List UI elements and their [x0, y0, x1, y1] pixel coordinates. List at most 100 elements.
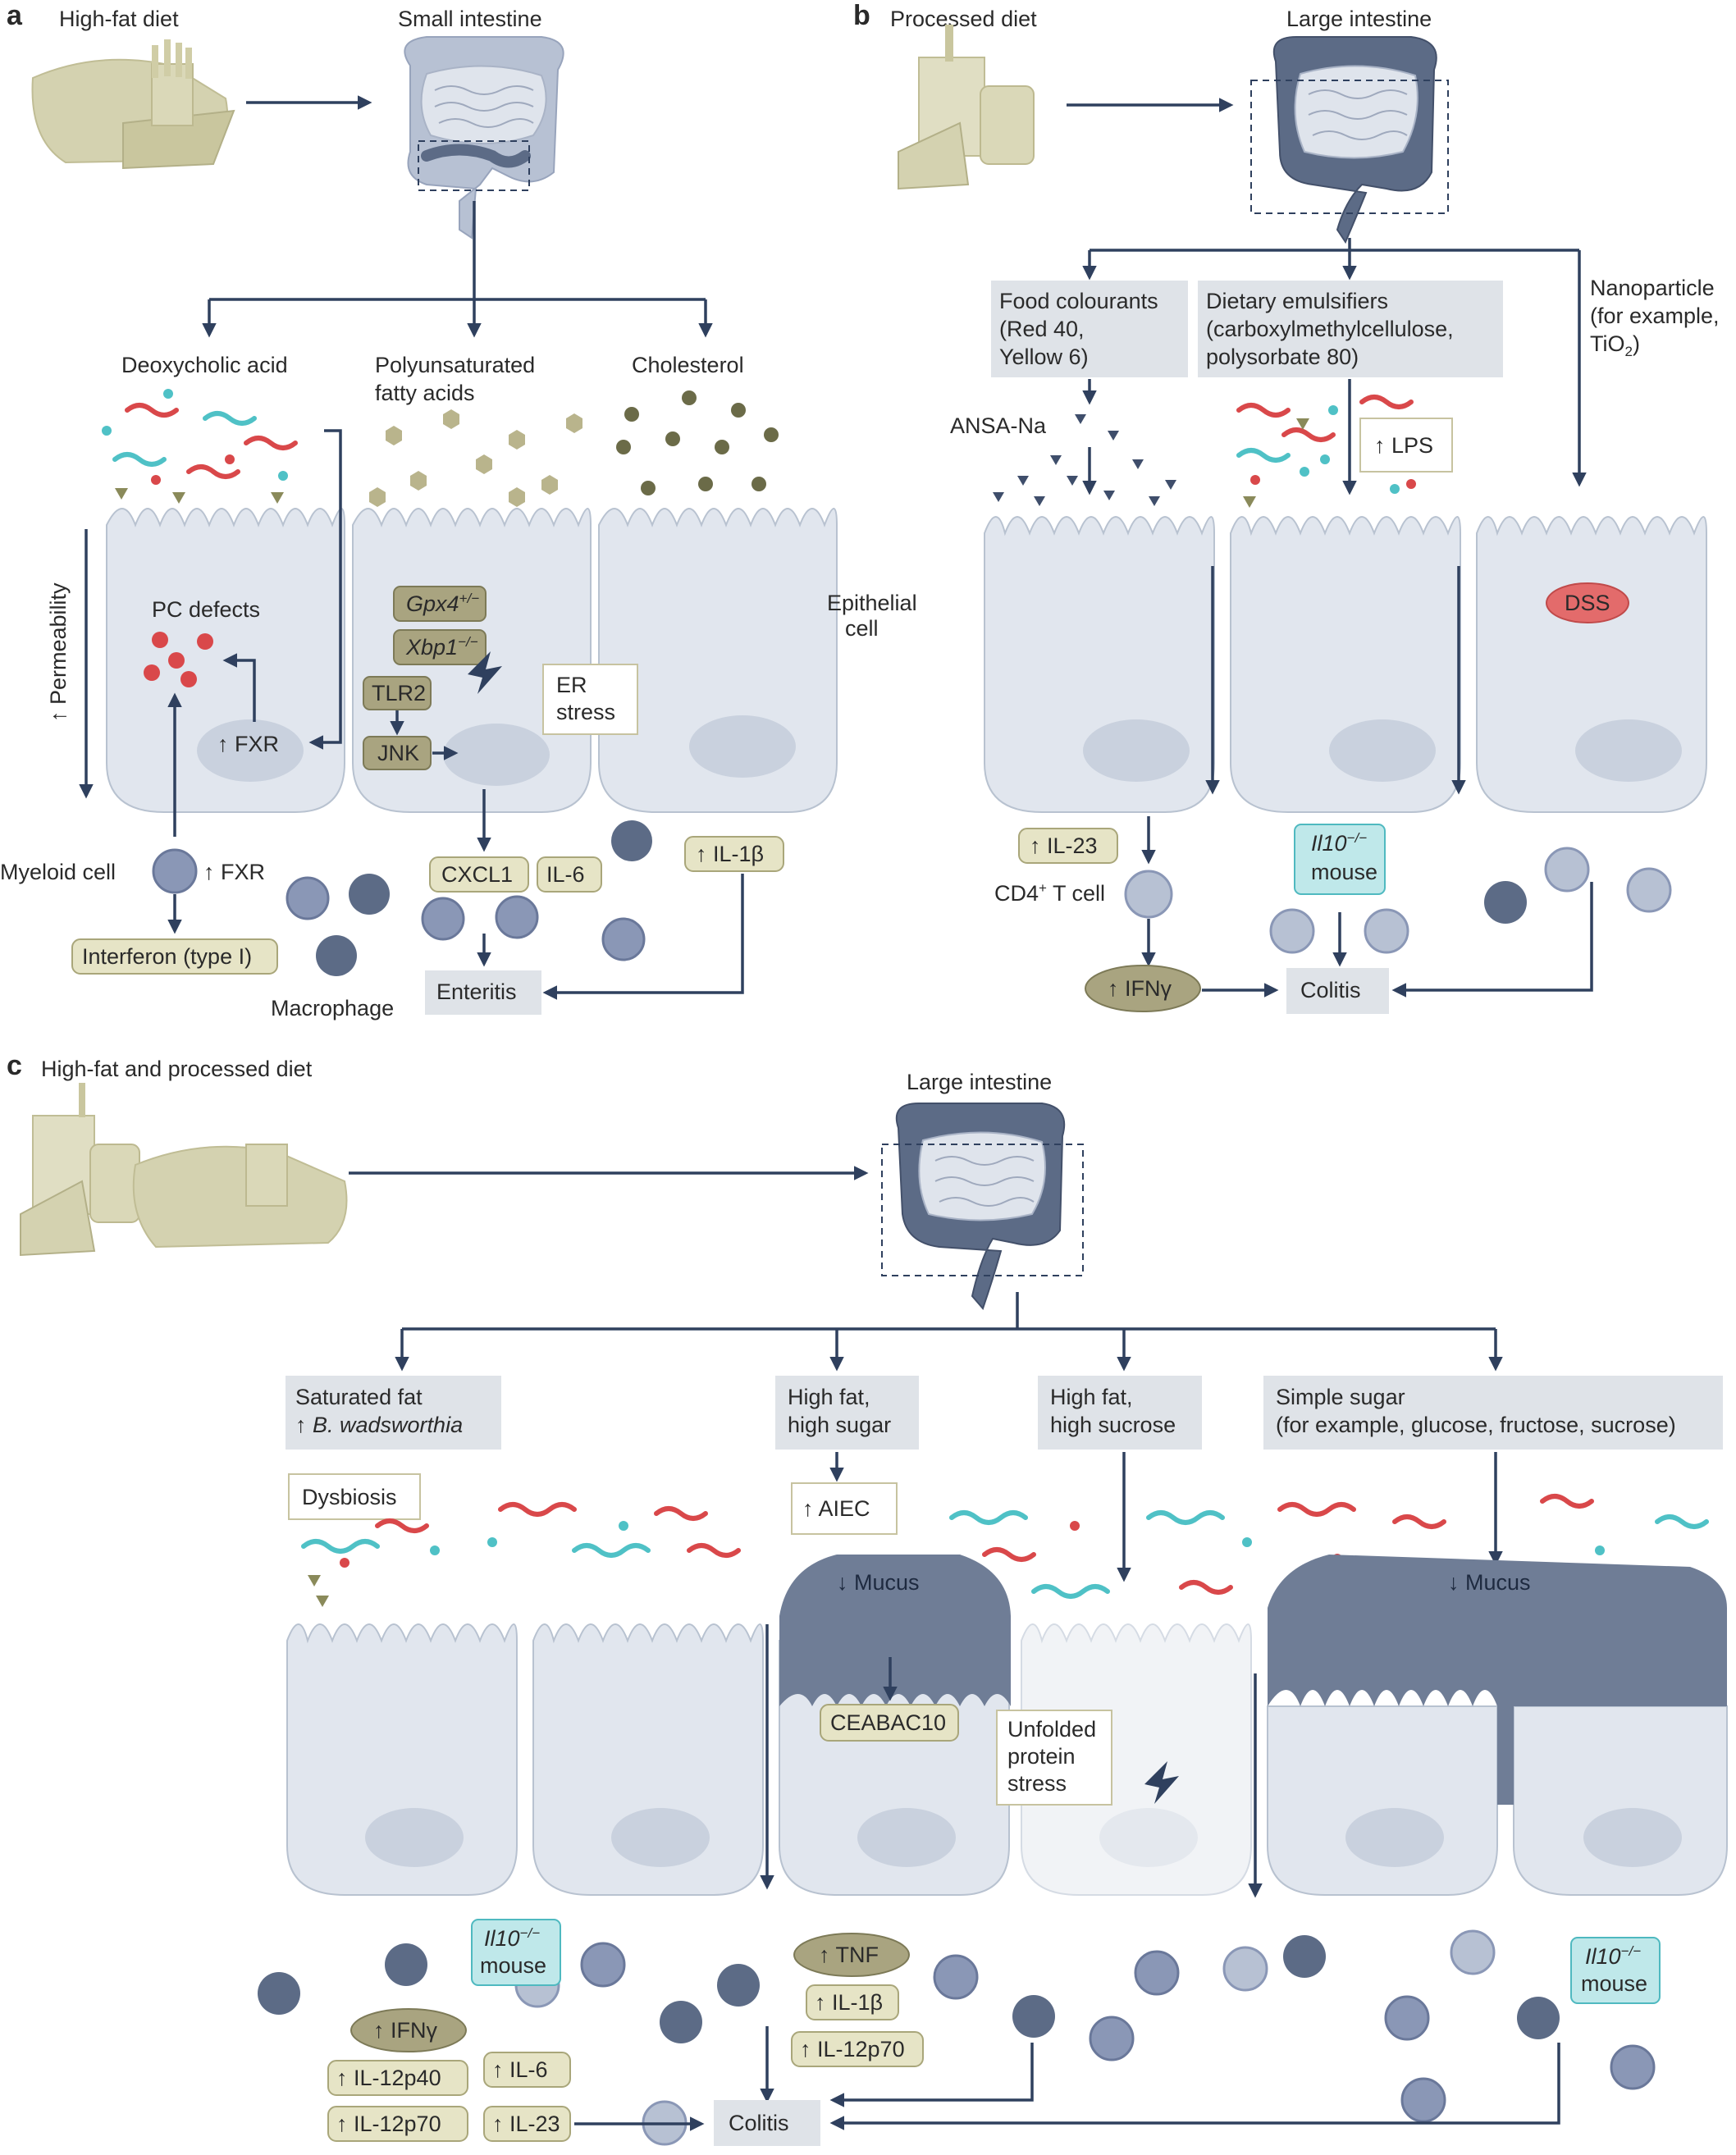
high-fat-food-icon — [31, 39, 235, 170]
high-fat-high-sucrose-label-2: high sucrose — [1050, 1413, 1176, 1437]
macrophage-icons-a — [286, 820, 652, 976]
il12p70b-label: ↑ IL-12p70 — [800, 2037, 905, 2061]
panel-c: c High-fat and processed diet Large inte… — [7, 1050, 1728, 2146]
er-stress-label-1: ER — [556, 673, 587, 697]
myeloid-fxr-label: ↑ FXR — [203, 860, 265, 884]
colitis-box-b — [1286, 968, 1389, 1014]
saturated-fat-label-1: Saturated fat — [295, 1385, 423, 1409]
high-fat-high-sucrose-label-1: High fat, — [1050, 1385, 1133, 1409]
unfolded-label-1: Unfolded — [1007, 1717, 1096, 1742]
food-colourants-label-1: Food colourants — [999, 289, 1158, 313]
simple-sugar-box — [1263, 1376, 1723, 1450]
il12p70-box — [327, 2106, 468, 2142]
panel-c-letter: c — [7, 1050, 22, 1081]
panel-b: b Processed diet Large intestine Food co… — [853, 0, 1720, 1014]
interferon-box — [71, 938, 278, 975]
il23-label-c: ↑ IL-23 — [492, 2112, 560, 2136]
bacteria-band-c — [301, 1494, 1709, 1607]
nanoparticle-label-1: Nanoparticle — [1590, 276, 1715, 300]
il12p40-label: ↑ IL-12p40 — [336, 2066, 441, 2090]
simple-sugar-label-2: (for example, glucose, fructose, sucrose… — [1276, 1413, 1676, 1437]
mouse-label-c1: mouse — [480, 1953, 546, 1978]
myeloid-cell-label: Myeloid cell — [0, 860, 116, 884]
ceabac10-label: CEABAC10 — [830, 1710, 946, 1735]
emulsifiers-label-2: (carboxylmethylcellulose, — [1206, 317, 1454, 341]
il10-mouse-box-c1 — [471, 1919, 561, 1986]
gpx4-box — [393, 586, 487, 622]
epithelial-cells-c — [286, 1555, 1728, 1896]
il10-mouse-box-c2 — [1570, 1937, 1661, 2004]
dss-oval — [1546, 582, 1629, 623]
saturated-fat-label-2: ↑ B. wadsworthia — [295, 1413, 463, 1437]
il10-label-c1: Il10−/− — [484, 1925, 540, 1951]
ceabac10-box — [820, 1704, 959, 1742]
xbp1-box — [393, 629, 487, 665]
food-colourants-label-2: (Red 40, — [999, 317, 1085, 341]
cholesterol-particles — [616, 390, 779, 495]
t-cell-icons-b — [1269, 847, 1672, 954]
nanoparticle-label-2: (for example, — [1590, 304, 1720, 328]
tlr2-box — [363, 676, 432, 710]
mouse-label-c2: mouse — [1581, 1971, 1647, 1996]
high-fat-high-sugar-label-2: high sugar — [788, 1413, 891, 1437]
cxcl1-label: CXCL1 — [441, 862, 513, 887]
il6-box-c — [483, 2052, 571, 2088]
pufa-label-1: Polyunsaturated — [375, 353, 535, 377]
tlr2-label: TLR2 — [372, 681, 426, 705]
panel-c-diet-label: High-fat and processed diet — [41, 1057, 313, 1081]
tnf-oval — [793, 1933, 910, 1977]
emulsifiers-label-3: polysorbate 80) — [1206, 345, 1359, 369]
il12p70b-box — [791, 2031, 924, 2067]
large-intestine-icon-b — [1272, 36, 1437, 244]
epithelial-label-1: Epithelial — [827, 591, 917, 615]
il23-label-b: ↑ IL-23 — [1030, 833, 1098, 858]
colitis-box-c — [714, 2100, 820, 2146]
er-stress-label-2: stress — [556, 700, 615, 724]
cd4-t-cell-icon — [1124, 870, 1173, 919]
bacteria-cluster-a — [102, 389, 298, 504]
ifng-oval-c — [350, 2008, 467, 2052]
saturated-fat-box — [286, 1376, 501, 1450]
il1b-label-a: ↑ IL-1β — [696, 842, 764, 866]
enteritis-label: Enteritis — [436, 979, 517, 1004]
myeloid-cell-icon — [152, 848, 198, 894]
emulsifiers-label-1: Dietary emulsifiers — [1206, 289, 1388, 313]
bacteria-cluster-b — [1236, 395, 1416, 508]
panel-b-diet-label: Processed diet — [890, 7, 1037, 31]
jnk-label: JNK — [377, 741, 419, 765]
permeability-label: ↑ Permeability — [46, 582, 71, 722]
simple-sugar-label-1: Simple sugar — [1276, 1385, 1405, 1409]
ifng-oval-b — [1085, 965, 1201, 1012]
interferon-label: Interferon (type I) — [82, 944, 252, 969]
ifng-label-b: ↑ IFNγ — [1108, 976, 1172, 1001]
nanoparticle-label-3: TiO2) — [1590, 331, 1640, 359]
panel-a-diet-label: High-fat diet — [59, 7, 179, 31]
dysbiosis-label: Dysbiosis — [302, 1485, 397, 1509]
aiec-box — [791, 1482, 898, 1535]
mucus-label-1: ↓ Mucus — [837, 1570, 920, 1595]
gpx4-label: Gpx4+/− — [406, 591, 479, 616]
jnk-box — [363, 736, 432, 770]
high-fat-high-sugar-box — [775, 1376, 919, 1450]
ansa-particles — [993, 414, 1176, 506]
emulsifiers-box — [1198, 281, 1503, 377]
high-fat-high-sugar-label-1: High fat, — [788, 1385, 870, 1409]
il23-box-b — [1018, 828, 1118, 864]
panel-c-organ-label: Large intestine — [907, 1070, 1052, 1094]
lps-box — [1359, 418, 1453, 473]
cxcl1-box — [429, 856, 529, 893]
lps-label: ↑ LPS — [1374, 433, 1433, 458]
xbp1-label: Xbp1−/− — [405, 634, 478, 660]
small-intestine-icon — [404, 36, 564, 240]
food-colourants-box — [991, 281, 1188, 377]
il10-label-c2: Il10−/− — [1585, 1943, 1641, 1969]
fxr-label: ↑ FXR — [217, 732, 279, 756]
il12p40-box — [327, 2060, 468, 2096]
il1b-box-a — [684, 836, 784, 872]
epithelial-label-2: cell — [845, 616, 879, 641]
lightning-icon — [468, 651, 502, 694]
colitis-label-c: Colitis — [729, 2111, 789, 2135]
high-fat-processed-food-icon — [20, 1083, 348, 1257]
food-colourants-label-3: Yellow 6) — [999, 345, 1089, 369]
